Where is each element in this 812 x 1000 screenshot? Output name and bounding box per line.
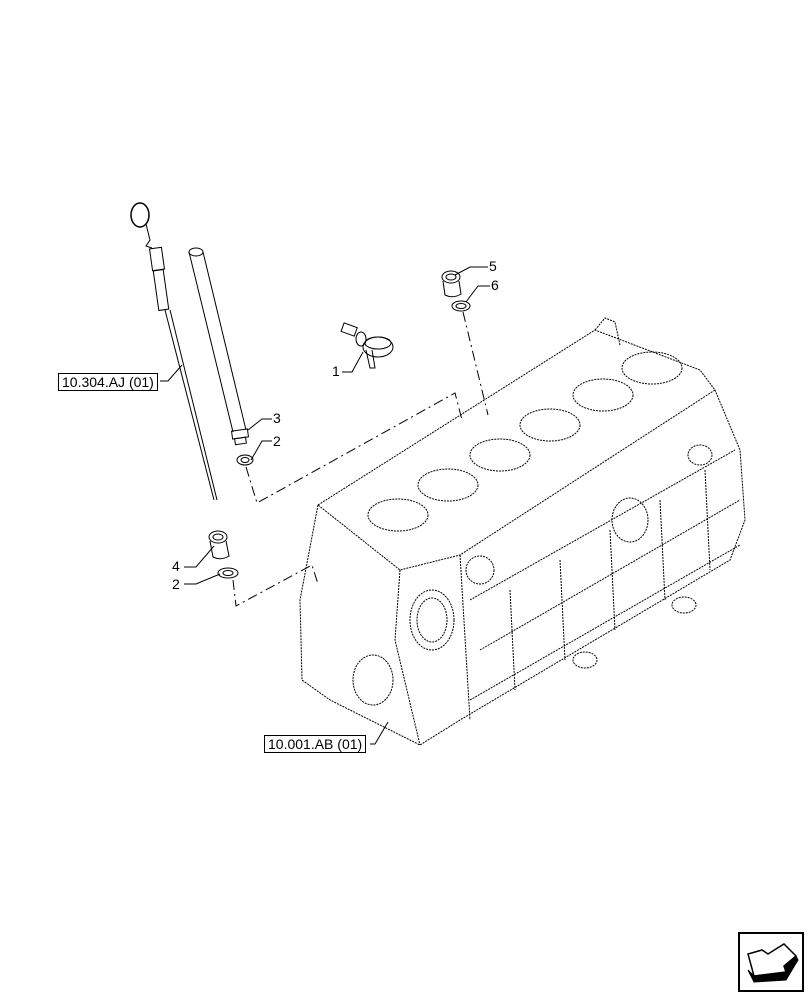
callout-2-lower: 2 xyxy=(172,576,180,592)
assembly-lines xyxy=(232,311,489,607)
washer-2-lower xyxy=(217,567,239,579)
callout-5: 5 xyxy=(489,258,497,274)
washer-6 xyxy=(451,300,471,312)
leader-lines xyxy=(160,266,490,745)
plug-5-part xyxy=(441,270,462,298)
callout-3: 3 xyxy=(273,410,281,426)
callout-2-upper: 2 xyxy=(273,433,281,449)
washer-2-upper xyxy=(236,454,254,466)
callout-1: 1 xyxy=(332,363,340,379)
engine-block-part xyxy=(299,317,746,746)
previous-page-arrow-icon[interactable] xyxy=(738,932,804,992)
dipstick-part xyxy=(130,202,218,501)
dipstick-tube-part xyxy=(188,247,250,446)
plug-4-part xyxy=(208,530,230,560)
callout-4: 4 xyxy=(172,558,180,574)
reference-link-cylinder-block[interactable]: 10.001.AB (01) xyxy=(264,735,367,753)
clamp-part xyxy=(340,322,394,369)
callout-6: 6 xyxy=(491,277,499,293)
reference-link-dipstick[interactable]: 10.304.AJ (01) xyxy=(58,373,158,391)
